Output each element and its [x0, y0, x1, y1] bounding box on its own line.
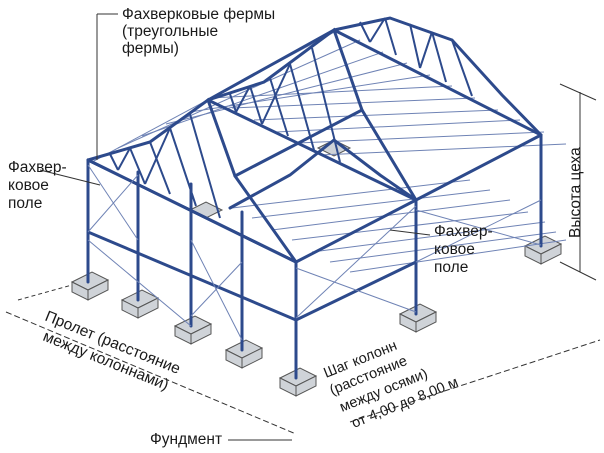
left-field-label-line1: Фахвер-	[8, 159, 67, 176]
roof-purlins	[91, 29, 567, 273]
steel-frame	[86, 16, 543, 380]
foundations	[70, 139, 563, 397]
footing	[398, 303, 438, 333]
footing	[523, 235, 563, 265]
footing	[120, 289, 160, 319]
left-field-label-line3: поле	[8, 195, 42, 212]
trusses-label-line3: фермы)	[122, 40, 179, 57]
truss-webs	[109, 17, 473, 219]
trusses-label-line1: Фахверковые фермы	[122, 6, 275, 23]
right-field-label-line2: ковое	[434, 241, 475, 258]
footing	[70, 271, 110, 301]
trusses-label-line2: (треугольные	[122, 23, 218, 40]
wall-bracing	[87, 164, 542, 341]
dimension-lines	[5, 13, 601, 441]
height-label: Высота цеха	[567, 147, 584, 238]
left-field-label-line2: ковое	[8, 177, 49, 194]
right-field-label-line3: поле	[434, 259, 468, 276]
right-field-label-line1: Фахвер-	[434, 223, 493, 240]
foundation-label: Фундмент	[150, 431, 222, 448]
footing	[224, 339, 264, 369]
footing	[278, 367, 318, 397]
footing	[173, 315, 213, 345]
